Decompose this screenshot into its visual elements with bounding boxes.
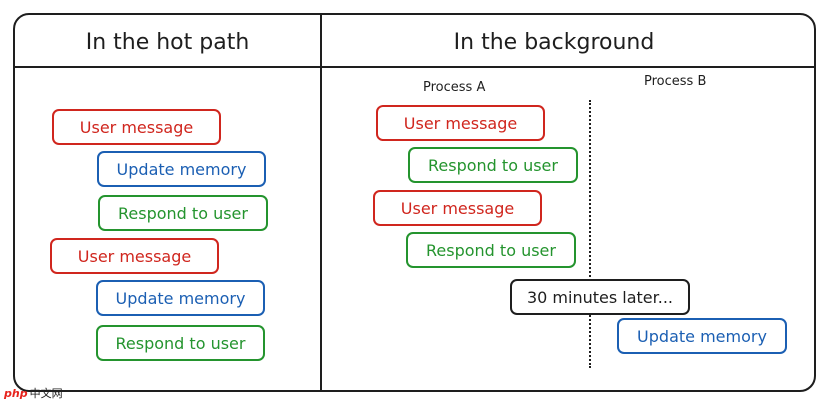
bg-respond-to-user-1: Respond to user — [408, 147, 578, 183]
hot-update-memory-1: Update memory — [97, 151, 266, 187]
process-b-label: Process B — [644, 74, 707, 89]
background-title: In the background — [453, 30, 655, 55]
process-separator — [589, 100, 591, 368]
watermark: php 中文网 — [4, 384, 63, 402]
column-divider — [320, 13, 322, 392]
time-gap-note: 30 minutes later... — [510, 279, 690, 315]
watermark-logo: php — [4, 386, 28, 400]
bg-user-message-2: User message — [373, 190, 542, 226]
watermark-text: 中文网 — [29, 387, 63, 400]
hot-update-memory-2: Update memory — [96, 280, 265, 316]
hot-user-message-2: User message — [50, 238, 219, 274]
hot-respond-to-user-2: Respond to user — [96, 325, 265, 361]
hot-path-title: In the hot path — [85, 30, 250, 55]
bg-respond-to-user-2: Respond to user — [406, 232, 576, 268]
hot-respond-to-user-1: Respond to user — [98, 195, 268, 231]
bg-user-message-1: User message — [376, 105, 545, 141]
diagram-frame — [13, 13, 816, 392]
header-divider — [13, 66, 816, 68]
bg-update-memory: Update memory — [617, 318, 787, 354]
process-a-label: Process A — [423, 80, 486, 95]
hot-user-message-1: User message — [52, 109, 221, 145]
